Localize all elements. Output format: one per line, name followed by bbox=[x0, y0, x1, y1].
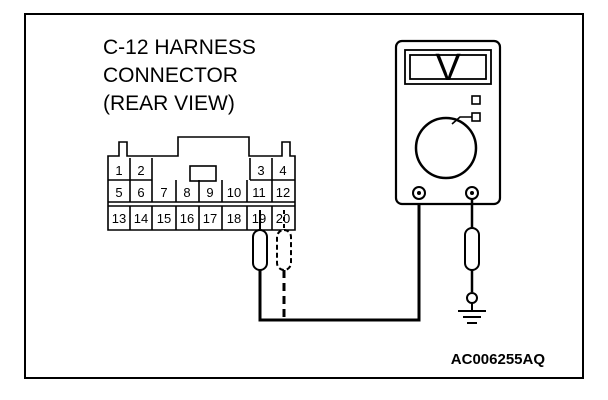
ground-probe bbox=[464, 199, 480, 310]
meter-display bbox=[404, 49, 492, 85]
selector-pointer-icon bbox=[451, 116, 472, 125]
pin-label: 2 bbox=[137, 163, 144, 178]
caption-line-2: CONNECTOR bbox=[103, 64, 238, 87]
pin-label: 6 bbox=[137, 185, 144, 200]
pin-label: 14 bbox=[134, 211, 148, 226]
pin-label: 18 bbox=[227, 211, 241, 226]
pin-label: 3 bbox=[257, 163, 264, 178]
connector-latch bbox=[189, 165, 217, 182]
pin-label: 17 bbox=[203, 211, 217, 226]
harness-connector bbox=[107, 136, 296, 231]
pin-numbers: 1 2 3 4 5 6 7 8 9 10 11 12 13 14 15 16 1… bbox=[112, 163, 290, 226]
pin-label: 11 bbox=[252, 185, 266, 200]
pin-label: 4 bbox=[279, 163, 286, 178]
figure-code: AC006255AQ bbox=[451, 351, 546, 368]
meter-lead-solid bbox=[258, 194, 421, 322]
caption-line-1: C-12 HARNESS bbox=[103, 36, 256, 59]
pin-label: 7 bbox=[160, 185, 167, 200]
pin-label: 1 bbox=[115, 163, 122, 178]
ground-icon bbox=[458, 310, 486, 324]
pin-label: 8 bbox=[183, 185, 190, 200]
figure-frame bbox=[24, 13, 584, 379]
pin-label: 10 bbox=[227, 185, 241, 200]
connector-probe-dashed bbox=[276, 210, 292, 271]
pin-label: 16 bbox=[180, 211, 194, 226]
voltmeter: V bbox=[394, 39, 502, 206]
caption-line-3: (REAR VIEW) bbox=[103, 92, 235, 115]
meter-mode-symbol: V bbox=[435, 47, 461, 89]
pin-label: 13 bbox=[112, 211, 126, 226]
pin-label: 15 bbox=[157, 211, 171, 226]
pin-label: 9 bbox=[206, 185, 213, 200]
pin-label: 12 bbox=[276, 185, 290, 200]
meter-display-window bbox=[409, 54, 487, 80]
pin-label: 5 bbox=[115, 185, 122, 200]
meter-rotary-dial bbox=[414, 116, 478, 180]
meter-body bbox=[394, 39, 502, 206]
meter-button-icon bbox=[471, 95, 481, 105]
